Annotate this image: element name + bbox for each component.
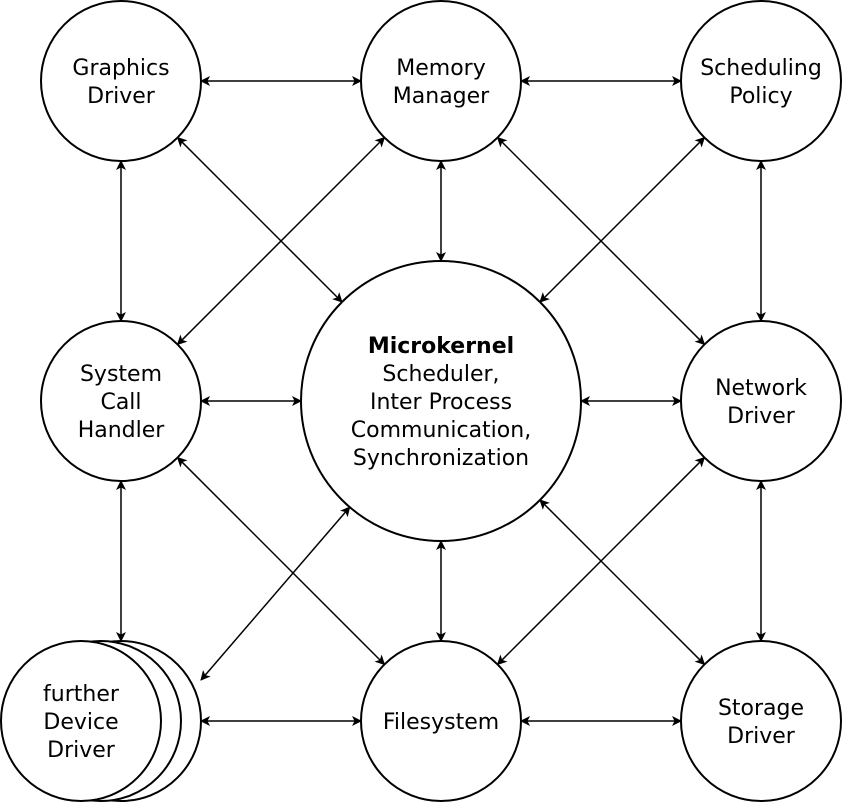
node-storage-label: Driver bbox=[727, 724, 796, 749]
node-storage-circle bbox=[680, 640, 842, 802]
edge-kernel-storage bbox=[539, 499, 706, 666]
node-kernel-label: Inter Process bbox=[370, 390, 512, 415]
node-network-label: Network bbox=[715, 376, 807, 401]
edge-network-filesystem bbox=[496, 456, 706, 666]
node-network-label: Driver bbox=[727, 404, 796, 429]
node-filesystem-label: Filesystem bbox=[383, 710, 499, 735]
node-device-label: further bbox=[43, 682, 120, 707]
node-graphics-circle bbox=[40, 0, 202, 162]
node-kernel-label: Scheduler, bbox=[382, 362, 499, 387]
node-kernel-label: Synchronization bbox=[353, 446, 529, 471]
node-device-label: Driver bbox=[47, 738, 116, 763]
node-memory-label: Memory bbox=[396, 56, 485, 81]
edge-memory-syscall bbox=[176, 136, 386, 346]
node-syscall-label: Call bbox=[100, 390, 141, 415]
node-memory-label: Manager bbox=[393, 84, 490, 109]
node-memory-circle bbox=[360, 0, 522, 162]
edge-kernel-device bbox=[200, 506, 351, 681]
node-graphics-label: Graphics bbox=[72, 56, 169, 81]
node-device-label: Device bbox=[43, 710, 118, 735]
node-kernel-label: Microkernel bbox=[368, 334, 514, 359]
node-scheduling-label: Scheduling bbox=[700, 56, 822, 81]
node-network-circle bbox=[680, 320, 842, 482]
node-kernel-circle bbox=[300, 260, 582, 542]
node-scheduling-circle bbox=[680, 0, 842, 162]
node-storage-label: Storage bbox=[718, 696, 804, 721]
node-filesystem: Filesystem bbox=[360, 640, 522, 802]
node-kernel-label: Communication, bbox=[351, 418, 531, 443]
node-syscall-label: System bbox=[80, 362, 162, 387]
node-scheduling-label: Policy bbox=[729, 84, 792, 109]
node-graphics-label: Driver bbox=[87, 84, 156, 109]
connections bbox=[116, 76, 766, 726]
edge-graphics-kernel bbox=[176, 136, 343, 303]
node-syscall-circle bbox=[40, 320, 202, 482]
edge-scheduling-kernel bbox=[539, 136, 706, 303]
node-device-circle bbox=[0, 640, 162, 802]
node-syscall-label: Handler bbox=[78, 418, 166, 443]
node-filesystem-circle bbox=[360, 640, 522, 802]
